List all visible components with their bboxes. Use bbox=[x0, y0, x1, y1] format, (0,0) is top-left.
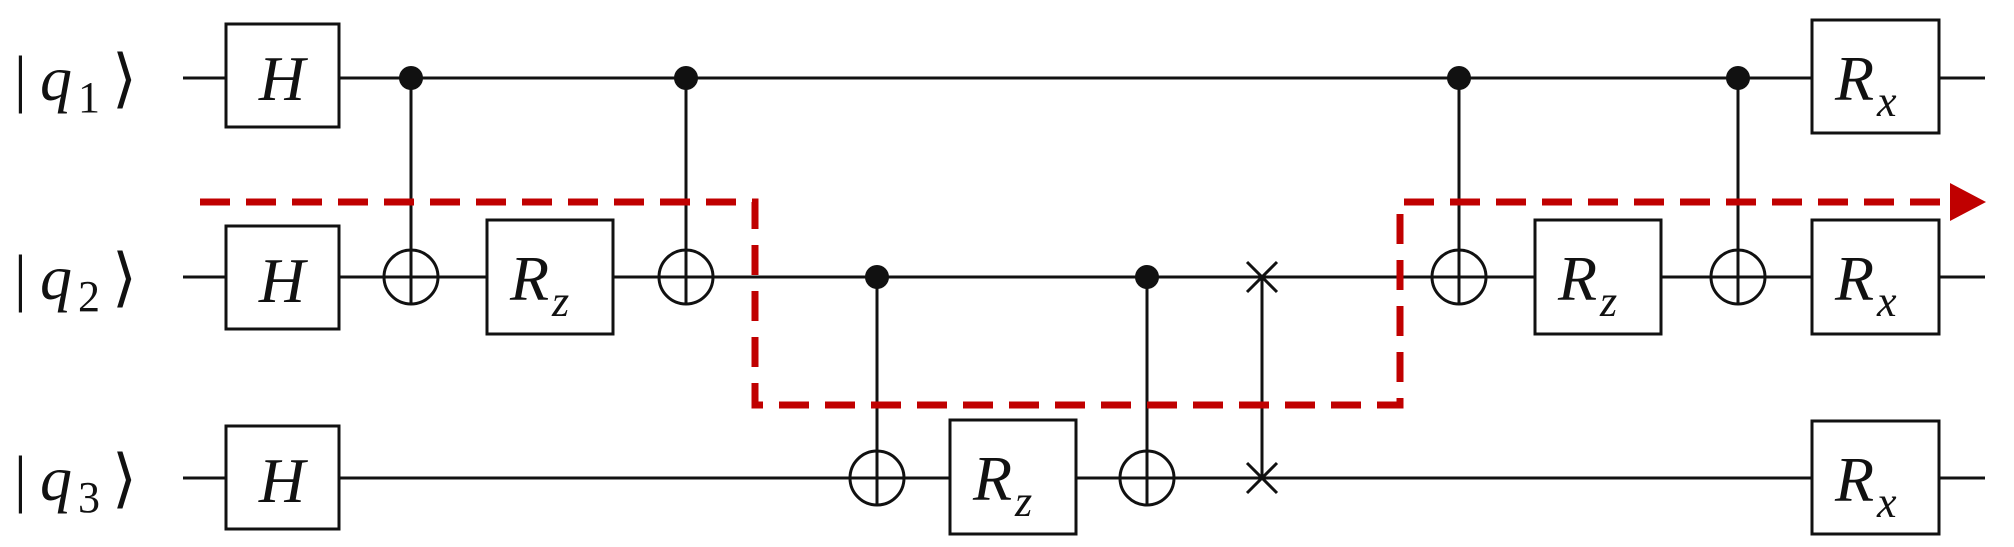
gate-subscript: x bbox=[1876, 478, 1897, 527]
ket-left-bar: | bbox=[14, 242, 27, 313]
gate-box bbox=[224, 22, 341, 129]
gate-label: H bbox=[258, 43, 309, 114]
target-plus-icon bbox=[1118, 449, 1176, 507]
qubit-name: q bbox=[40, 443, 72, 514]
ket-left-bar: | bbox=[14, 443, 27, 514]
rz-gate-1: R z bbox=[485, 218, 615, 336]
target-plus-icon bbox=[1430, 248, 1488, 306]
swap-x-icon bbox=[1245, 260, 1279, 294]
h-gate-q1: H bbox=[224, 22, 341, 129]
gate-label: R bbox=[509, 243, 549, 314]
gate-subscript: z bbox=[1014, 477, 1032, 526]
target-plus-icon bbox=[1709, 248, 1767, 306]
gate-box bbox=[1810, 218, 1941, 336]
qubit-labels: | q 1 ⟩ | q 2 ⟩ | q 3 ⟩ bbox=[14, 43, 137, 522]
gate-subscript: x bbox=[1876, 277, 1897, 326]
gate-subscript: z bbox=[551, 277, 569, 326]
ket-right-bracket: ⟩ bbox=[112, 443, 137, 514]
qubit-index: 3 bbox=[78, 473, 100, 522]
gate-box bbox=[224, 224, 341, 331]
ket-left-bar: | bbox=[14, 43, 27, 114]
qubit-index: 1 bbox=[78, 73, 100, 122]
execution-path bbox=[200, 183, 1986, 409]
ket-right-bracket: ⟩ bbox=[112, 242, 137, 313]
gate-label: R bbox=[972, 443, 1012, 514]
swap-gate bbox=[1245, 260, 1279, 495]
gate-box bbox=[485, 218, 615, 336]
target-plus-icon bbox=[848, 449, 906, 507]
h-gate-q2: H bbox=[224, 224, 341, 331]
gate-label: R bbox=[1834, 444, 1874, 515]
gate-subscript: z bbox=[1599, 277, 1617, 326]
rx-gate-q2: R x bbox=[1810, 218, 1941, 336]
gate-box bbox=[1810, 18, 1941, 135]
rz-gate-2: R z bbox=[948, 418, 1078, 536]
control-dots bbox=[399, 66, 1750, 289]
control-dot-icon bbox=[1447, 66, 1471, 90]
ket-right-bracket: ⟩ bbox=[112, 43, 137, 114]
control-dot-icon bbox=[399, 66, 423, 90]
target-plus-icon bbox=[382, 248, 440, 306]
rx-gate-q3: R x bbox=[1810, 419, 1941, 536]
rx-gate-q1: R x bbox=[1810, 18, 1941, 135]
ket-label-q2: | q 2 ⟩ bbox=[14, 242, 137, 321]
control-dot-icon bbox=[865, 265, 889, 289]
ket-label-q3: | q 3 ⟩ bbox=[14, 443, 137, 522]
rz-gate-3: R z bbox=[1533, 218, 1663, 336]
qubit-index: 2 bbox=[78, 272, 100, 321]
gate-box bbox=[224, 424, 341, 531]
gate-subscript: x bbox=[1876, 77, 1897, 126]
gate-label: R bbox=[1834, 243, 1874, 314]
gate-label: R bbox=[1834, 43, 1874, 114]
gate-label: H bbox=[258, 445, 309, 516]
path-arrowhead-icon bbox=[1950, 183, 1986, 221]
target-plus-icon bbox=[657, 248, 715, 306]
control-dot-icon bbox=[674, 66, 698, 90]
qubit-name: q bbox=[40, 242, 72, 313]
rx-gates: R x R x R x bbox=[1810, 18, 1941, 536]
gate-label: R bbox=[1557, 243, 1597, 314]
gate-box bbox=[1810, 419, 1941, 536]
h-gate-q3: H bbox=[224, 424, 341, 531]
qubit-name: q bbox=[40, 43, 72, 114]
gate-box bbox=[948, 418, 1078, 536]
control-dot-icon bbox=[1135, 265, 1159, 289]
cnot-targets bbox=[382, 248, 1767, 507]
gate-box bbox=[1533, 218, 1663, 336]
swap-x-icon bbox=[1245, 461, 1279, 495]
control-dot-icon bbox=[1726, 66, 1750, 90]
dashed-path-segment-1 bbox=[200, 198, 1950, 409]
control-lines bbox=[409, 78, 1740, 478]
gate-label: H bbox=[258, 245, 309, 316]
hadamard-gates: H H H bbox=[224, 22, 341, 531]
ket-label-q1: | q 1 ⟩ bbox=[14, 43, 137, 122]
qubit-wires bbox=[183, 76, 1985, 480]
rz-gates: R z R z R z bbox=[485, 218, 1663, 536]
